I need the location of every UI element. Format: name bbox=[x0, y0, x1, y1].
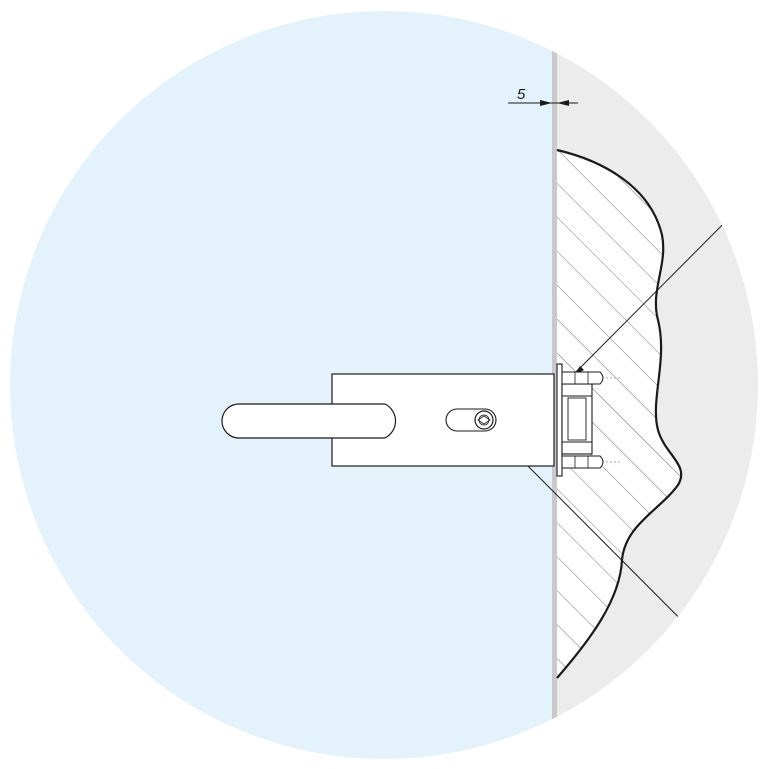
dimension-label: 5 bbox=[517, 86, 526, 103]
strike-plate bbox=[556, 363, 593, 477]
door-handle bbox=[221, 403, 397, 439]
dimension-annotation: 5 bbox=[508, 86, 578, 106]
lock-assembly bbox=[221, 363, 620, 477]
dimension-arrow-right bbox=[557, 100, 569, 106]
anchor-screw-upper bbox=[561, 371, 620, 385]
anchor-screw-lower bbox=[561, 455, 620, 469]
dimension-arrow-left bbox=[540, 100, 552, 106]
key-cylinder bbox=[474, 410, 494, 430]
